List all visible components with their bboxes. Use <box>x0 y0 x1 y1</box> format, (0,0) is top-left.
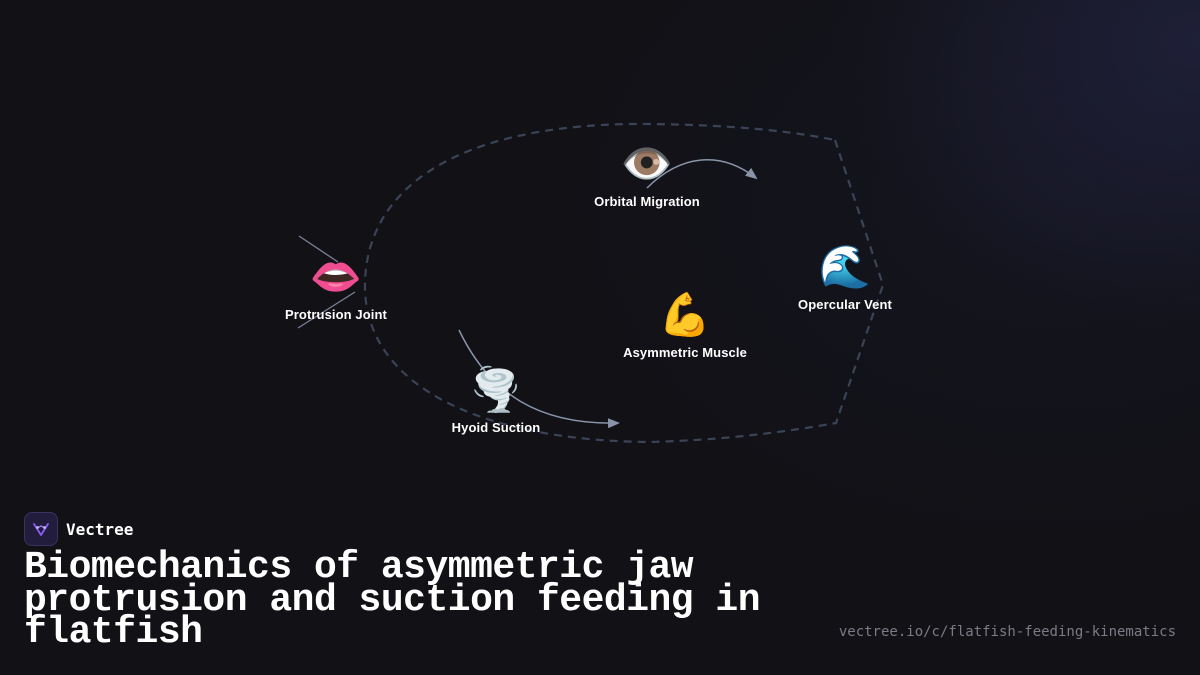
node-label: Protrusion Joint <box>285 307 387 322</box>
node-label: Orbital Migration <box>594 194 700 209</box>
page-title: Biomechanics of asymmetric jaw protrusio… <box>24 546 761 654</box>
node-asymmetric-muscle[interactable]: 💪 Asymmetric Muscle <box>585 290 785 361</box>
node-label: Hyoid Suction <box>451 420 541 435</box>
node-hyoid-suction[interactable]: 🌪️ Hyoid Suction <box>396 365 596 436</box>
cycle-loop-outline <box>363 122 885 444</box>
node-protrusion-joint[interactable]: 👄 Protrusion Joint <box>236 252 436 323</box>
protrusion-lower-line <box>297 291 356 329</box>
page-url[interactable]: vectree.io/c/flatfish-feeding-kinematics <box>838 624 1176 640</box>
flexed-biceps-icon: 💪 <box>658 290 712 339</box>
arrow-hyoid-to-muscle <box>458 329 620 429</box>
node-orbital-migration[interactable]: 👁️ Orbital Migration <box>547 139 747 210</box>
node-label: Opercular Vent <box>798 297 892 312</box>
tornado-icon: 🌪️ <box>469 365 523 414</box>
protrusion-upper-line <box>298 235 339 263</box>
mouth-icon: 👄 <box>309 252 363 301</box>
brand-name: Vectree <box>66 519 134 539</box>
brand[interactable]: Vectree <box>24 512 133 546</box>
eye-icon: 👁️ <box>620 139 674 188</box>
vectree-logo-icon <box>24 512 58 546</box>
arrow-orbital-to-opercular <box>646 159 758 189</box>
node-opercular-vent[interactable]: 🌊 Opercular Vent <box>745 242 945 313</box>
wave-icon: 🌊 <box>818 242 872 291</box>
node-label: Asymmetric Muscle <box>623 345 747 360</box>
